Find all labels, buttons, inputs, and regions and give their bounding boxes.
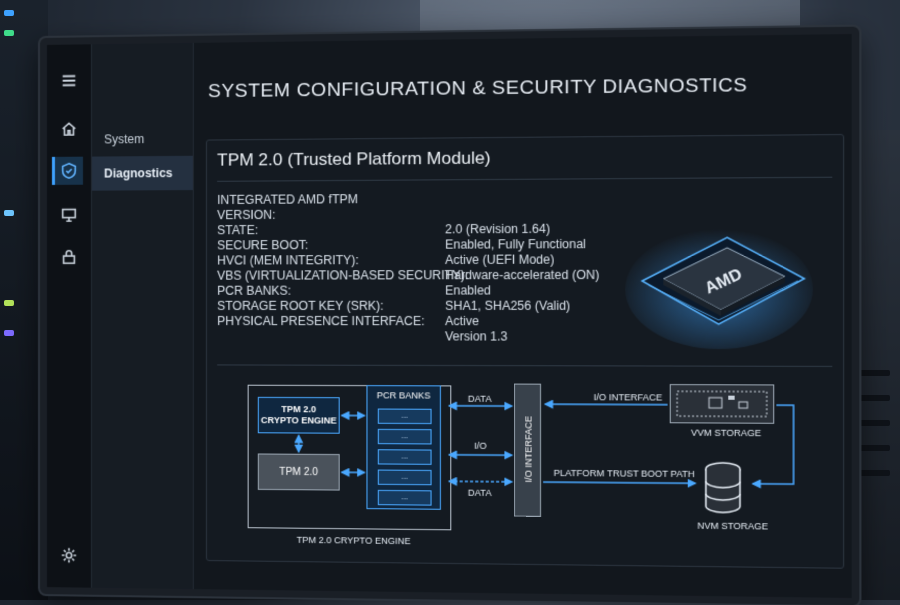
lock-icon[interactable] [55, 243, 83, 271]
property-label [217, 329, 445, 344]
property-row: VERSION: [217, 206, 610, 223]
property-label: STORAGE ROOT KEY (SRK): [217, 299, 445, 314]
property-label: PCR BANKS: [217, 283, 445, 298]
rack-led [4, 210, 14, 216]
property-value: Active (UEFI Mode) [445, 252, 554, 268]
tpm-architecture-diagram: TPM 2.0 CRYPTO ENGINE TPM 2.0 PCR BANKS … [217, 375, 832, 564]
property-value: SHA1, SHA256 (Valid) [445, 299, 570, 314]
icon-rail [47, 44, 92, 587]
property-label: INTEGRATED AMD fTPM [217, 192, 445, 209]
edge-label: DATA [468, 394, 492, 404]
property-value: Active [445, 314, 479, 329]
edge-label: DATA [468, 488, 492, 498]
property-value: Hardware-accelerated (ON) [445, 268, 599, 284]
edge-label: PLATFORM TRUST BOOT PATH [554, 468, 695, 479]
main-content: SYSTEM CONFIGURATION & SECURITY DIAGNOST… [194, 34, 852, 598]
page-title: SYSTEM CONFIGURATION & SECURITY DIAGNOST… [208, 75, 748, 103]
property-row: PHYSICAL PRESENCE INTERFACE: Active [217, 314, 610, 329]
property-value: Enabled [445, 283, 491, 298]
property-label: SECURE BOOT: [217, 237, 445, 253]
gear-icon[interactable] [55, 541, 83, 569]
rack-led [4, 30, 14, 36]
property-row: STORAGE ROOT KEY (SRK): SHA1, SHA256 (Va… [217, 299, 610, 314]
shield-icon[interactable] [52, 157, 83, 185]
sidebar-item-system[interactable]: System [92, 122, 193, 157]
monitor-icon[interactable] [55, 201, 83, 229]
rack-led [4, 300, 14, 306]
sidebar: System Diagnostics [92, 43, 194, 589]
card-title: TPM 2.0 (Trusted Platform Module) [217, 148, 491, 170]
sidebar-item-diagnostics[interactable]: Diagnostics [92, 156, 193, 191]
property-value: Enabled, Fully Functional [445, 237, 586, 253]
monitor: System Diagnostics SYSTEM CONFIGURATION … [40, 27, 859, 605]
property-row: STATE: 2.0 (Revision 1.64) [217, 221, 610, 238]
menu-icon[interactable] [55, 66, 83, 94]
property-value: Version 1.3 [445, 329, 508, 344]
amd-chip-illustration: AMD [621, 208, 813, 353]
property-label: HVCI (MEM INTEGRITY): [217, 253, 445, 269]
property-row: HVCI (MEM INTEGRITY): Active (UEFI Mode) [217, 252, 610, 268]
property-label: VBS (VIRTUALIZATION-BASED SECURITY): [217, 268, 445, 284]
chip-icon: AMD [621, 208, 813, 353]
property-label: PHYSICAL PRESENCE INTERFACE: [217, 314, 445, 329]
sidebar-item-label: System [104, 132, 144, 146]
property-row: PCR BANKS: Enabled [217, 283, 610, 299]
property-row: Version 1.3 [217, 329, 610, 345]
property-row: VBS (VIRTUALIZATION-BASED SECURITY): Har… [217, 268, 610, 284]
tpm-card: TPM 2.0 (Trusted Platform Module) INTEGR… [206, 134, 844, 569]
property-label: VERSION: [217, 207, 445, 223]
diagram-connectors [217, 375, 832, 564]
property-label: STATE: [217, 222, 445, 238]
home-icon[interactable] [55, 115, 83, 143]
property-value: 2.0 (Revision 1.64) [445, 222, 550, 238]
edge-label: I/O INTERFACE [594, 392, 663, 403]
rack-led [4, 330, 14, 336]
property-row: SECURE BOOT: Enabled, Fully Functional [217, 237, 610, 254]
sidebar-item-label: Diagnostics [104, 166, 173, 181]
app-window: System Diagnostics SYSTEM CONFIGURATION … [47, 34, 852, 598]
edge-label: I/O [474, 441, 487, 451]
divider [217, 177, 832, 182]
divider [217, 364, 832, 367]
rack-led [4, 10, 14, 16]
property-list: INTEGRATED AMD fTPM VERSION: STATE: 2.0 … [217, 191, 610, 345]
